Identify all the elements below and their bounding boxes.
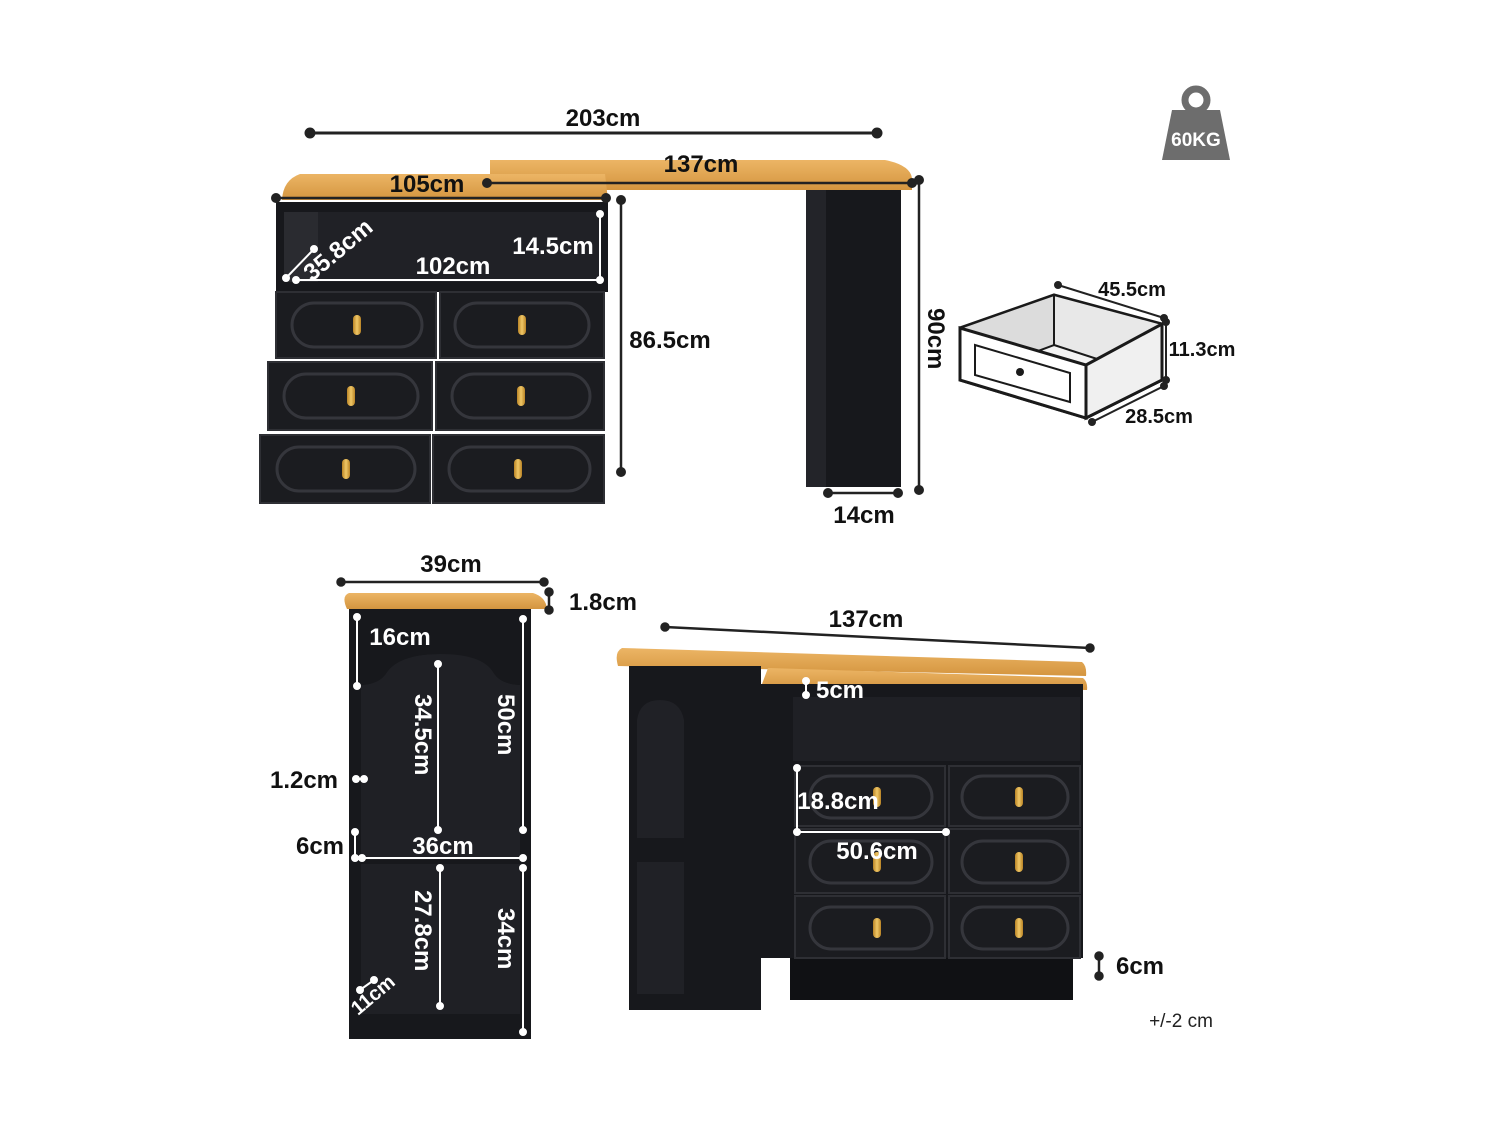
total-width-label: 203cm (566, 105, 641, 132)
side-shelf-illustration (344, 593, 547, 1039)
divider-thickness-label: 6cm (296, 833, 344, 860)
drawer-row-2 (267, 361, 605, 431)
inner-width-label: 36cm (412, 833, 473, 860)
combined-top-width-label: 137cm (829, 606, 904, 633)
right-top-width-label: 137cm (664, 151, 739, 178)
combined-drawers (794, 765, 1081, 959)
panel-thickness-label: 1.2cm (270, 767, 338, 794)
corner-desk-illustration (259, 160, 912, 504)
left-top-width-label: 105cm (390, 171, 465, 198)
drawer-illustration (958, 293, 1164, 421)
shelf-height-label: 14.5cm (512, 233, 593, 260)
top-thickness-label: 1.8cm (569, 589, 637, 616)
drawer-dimension-lines (1054, 281, 1170, 426)
desk-height-label: 90cm (922, 308, 949, 369)
arch-height-label: 16cm (369, 624, 430, 651)
cabinet-height-label: 86.5cm (629, 327, 710, 354)
drawer-row-1 (275, 291, 605, 359)
desk-top-left (282, 174, 608, 200)
weight-label: 60KG (1171, 130, 1221, 151)
drawer-depth-label: 28.5cm (1125, 406, 1193, 428)
shelf-width-label: 102cm (416, 253, 491, 280)
drawer-row-3 (259, 434, 605, 504)
weight-icon (1162, 85, 1230, 160)
drawer-width-label-combined: 50.6cm (836, 838, 917, 865)
upper-total-height-label: 50cm (492, 694, 519, 755)
leg-width-label: 14cm (833, 502, 894, 529)
side-width-label: 39cm (420, 551, 481, 578)
combined-desk-illustration (616, 648, 1088, 1010)
lower-total-height-label: 34cm (492, 908, 519, 969)
combined-inner-dimension-lines (793, 677, 950, 836)
plinth-height-label: 6cm (1116, 953, 1164, 980)
drawer-width-label: 45.5cm (1098, 279, 1166, 301)
tolerance-note: +/-2 cm (1149, 1011, 1213, 1032)
drawer-height-label-combined: 18.8cm (797, 788, 878, 815)
side-dimension-lines (336, 577, 554, 615)
lower-opening-height-label: 27.8cm (409, 890, 436, 971)
drawer-height-label: 11.3cm (1169, 339, 1236, 361)
side-top (344, 593, 547, 609)
top-view-dimension-lines (271, 127, 924, 498)
shelf-dimension-lines (282, 210, 604, 284)
upper-opening-height-label: 34.5cm (409, 694, 436, 775)
combined-dimension-lines (660, 622, 1104, 981)
gap-label: 5cm (816, 677, 864, 704)
side-inner-dimension-lines (351, 613, 527, 1036)
